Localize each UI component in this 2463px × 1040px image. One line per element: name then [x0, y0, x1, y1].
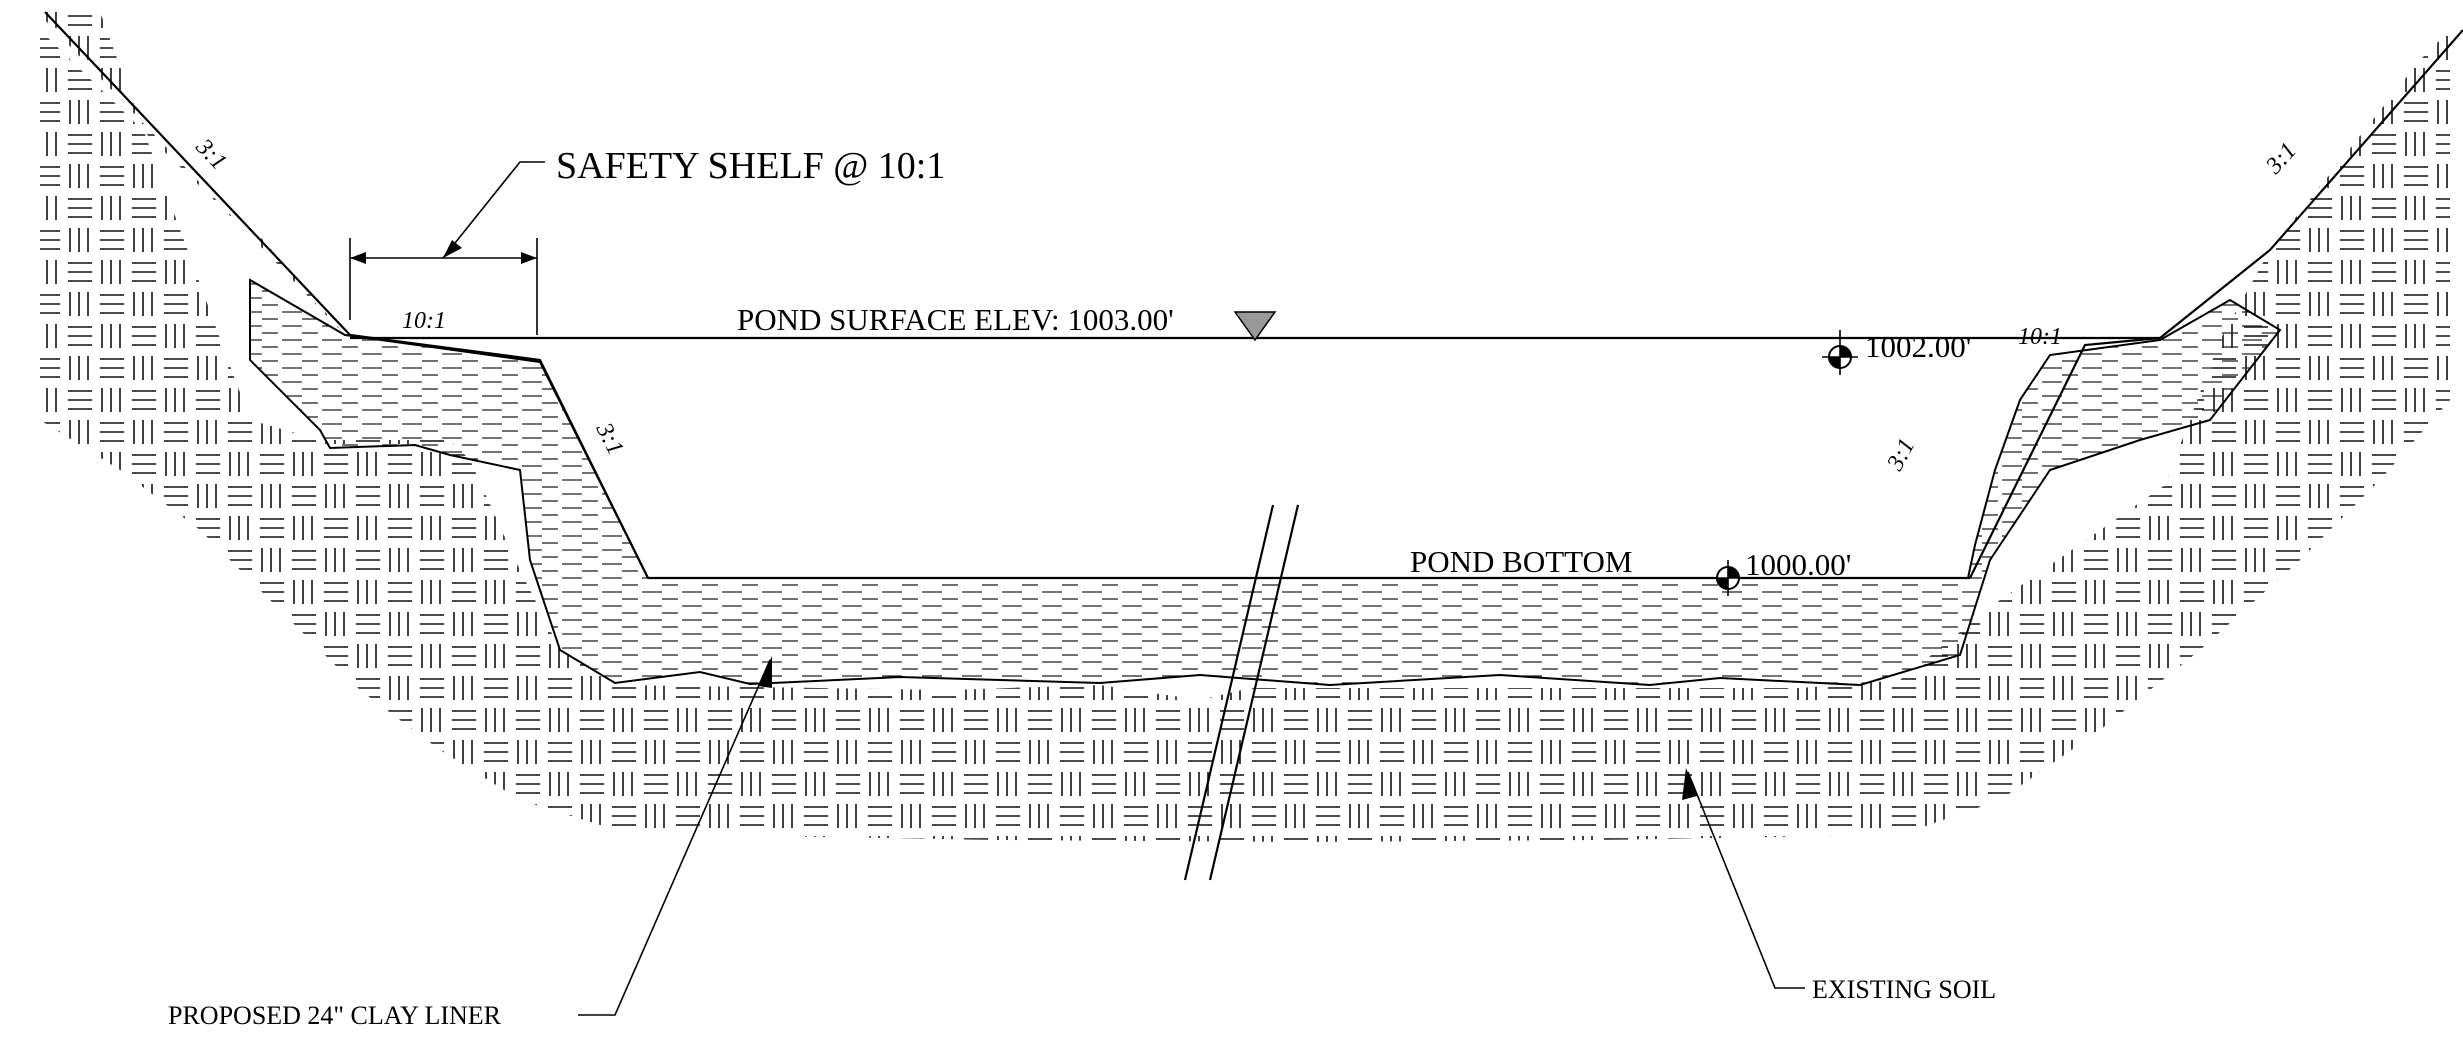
soil-leader-arrow — [1682, 768, 1697, 800]
slope-right-lower: 3:1 — [1882, 434, 1920, 475]
right-upper-slope-line — [2159, 29, 2463, 339]
break-line-2 — [1208, 504, 1300, 881]
slope-right-shelf: 10:1 — [2018, 324, 2062, 350]
elevation-bottom-label: 1000.00' — [1745, 547, 1851, 582]
slope-left-upper: 3:1 — [190, 133, 232, 175]
left-shelf-line — [349, 333, 649, 579]
soil-leader — [1687, 771, 1805, 989]
water-surface-marker — [1233, 311, 1277, 342]
slope-left-shelf: 10:1 — [402, 308, 446, 334]
elevation-marker-bottom — [1710, 560, 1746, 596]
liner-label: PROPOSED 24" CLAY LINER — [168, 1001, 502, 1030]
safety-shelf-label: SAFETY SHELF @ 10:1 — [556, 145, 945, 187]
slope-right-upper: 3:1 — [2260, 138, 2301, 180]
shelf-dim-arrow-right — [521, 252, 537, 264]
safety-shelf-leader-arrow — [443, 240, 462, 258]
elevation-marker-shelf — [1822, 330, 1858, 375]
pond-bottom-label: POND BOTTOM — [1410, 544, 1632, 579]
pond-surface-label: POND SURFACE ELEV: 1003.00' — [737, 302, 1174, 337]
soil-label: EXISTING SOIL — [1812, 975, 1996, 1004]
shelf-dim-arrow-left — [350, 252, 366, 264]
left-upper-slope-line — [44, 11, 351, 336]
elevation-shelf-label: 1002.00' — [1865, 329, 1971, 364]
right-lower-slope-line — [1969, 336, 2161, 579]
break-line-1 — [1183, 504, 1275, 881]
liner-leader — [578, 659, 771, 1016]
liner-leader-arrow — [758, 656, 772, 688]
slope-left-lower: 3:1 — [590, 418, 628, 459]
safety-shelf-leader — [442, 161, 545, 259]
clay-liner-region — [249, 278, 2282, 687]
